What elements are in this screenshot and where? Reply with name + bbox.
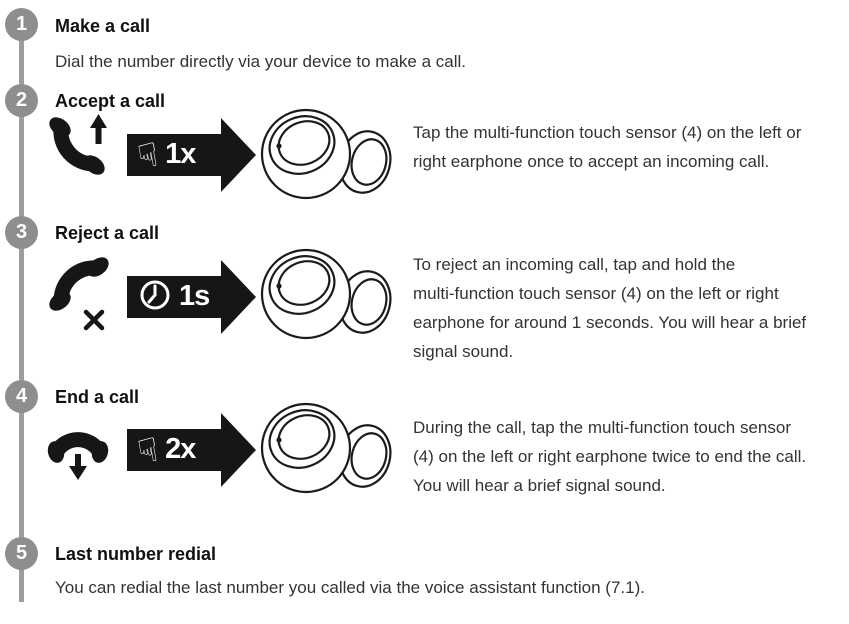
step-2-title: Accept a call	[55, 91, 166, 111]
earphone-illustration	[259, 399, 398, 494]
gesture-arrow-reject: 1s	[127, 259, 257, 335]
clock-icon	[138, 278, 172, 317]
step-3-description: To reject an incoming call, tap and hold…	[413, 255, 807, 361]
step-3-number-badge: 3	[5, 216, 38, 249]
step-5-number-badge: 5	[5, 537, 38, 570]
earphone-illustration	[259, 105, 398, 200]
step-3-title: Reject a call	[55, 223, 160, 243]
phone-reject-icon	[48, 254, 114, 343]
tap-finger-icon: ☟	[134, 135, 162, 175]
phone-accept-icon	[46, 112, 110, 189]
step-4-title: End a call	[55, 387, 140, 407]
gesture-duration-label: 1s	[179, 279, 210, 312]
step-4-description: During the call, tap the multi-function …	[413, 418, 807, 495]
step-connector-line	[19, 24, 24, 602]
step-1-title: Make a call	[55, 16, 151, 36]
earphone-illustration	[259, 245, 398, 340]
step-2-number-badge: 2	[5, 84, 38, 117]
step-5-title: Last number redial	[55, 544, 217, 564]
phone-hangup-icon	[46, 424, 110, 487]
gesture-arrow-accept: ☟ 1x	[127, 117, 257, 193]
step-1-description: Dial the number directly via your device…	[55, 52, 467, 71]
step-1-number-badge: 1	[5, 8, 38, 41]
step-5-description: You can redial the last number you calle…	[55, 578, 645, 597]
step-4-number-badge: 4	[5, 380, 38, 413]
tap-finger-icon: ☟	[134, 430, 162, 470]
gesture-arrow-end: ☟ 2x	[127, 412, 257, 488]
step-2-description: Tap the multi-function touch sensor (4) …	[413, 123, 802, 171]
gesture-count-label: 2x	[165, 432, 196, 465]
gesture-count-label: 1x	[165, 137, 196, 170]
